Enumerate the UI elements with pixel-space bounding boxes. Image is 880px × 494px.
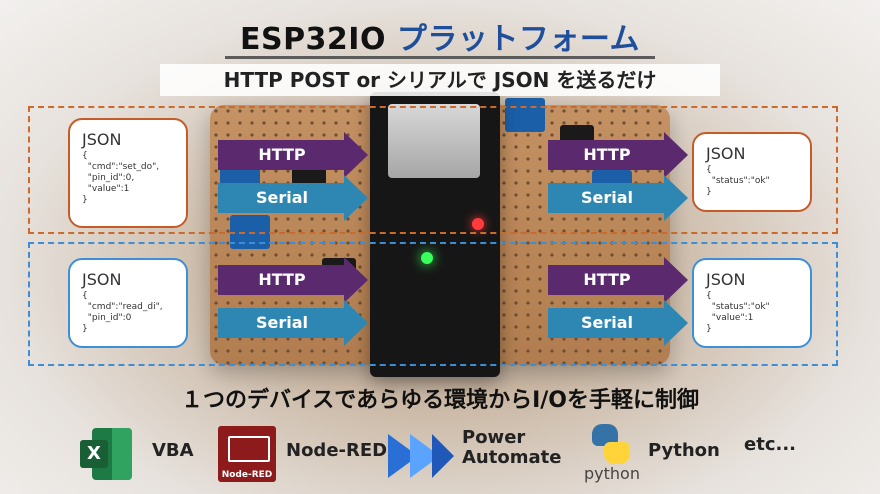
flow-group-top [28, 106, 838, 234]
arrow-head [664, 132, 688, 178]
red-led-icon [472, 218, 484, 230]
json-line: { [82, 151, 88, 161]
green-led-icon [421, 252, 433, 264]
python-icon: python [584, 424, 640, 483]
json-line: "status":"ok" [706, 302, 770, 312]
json-line: "status":"ok" [706, 176, 770, 186]
json-line: "pin_id":0, [82, 173, 135, 183]
json-line: } [706, 324, 712, 334]
arrow-shaft [548, 183, 666, 213]
arrow-head [664, 175, 688, 221]
esp32-module [388, 104, 480, 178]
excel-icon: X [80, 428, 132, 480]
json-card-heading: JSON [82, 270, 122, 289]
json-card-heading: JSON [82, 130, 122, 149]
title-underline [225, 56, 655, 59]
serial-arrow-bottom-right: Serial [548, 300, 688, 346]
python-logo-text: python [584, 464, 640, 483]
platform-name-power: Power [462, 427, 526, 448]
excel-badge: X [80, 440, 108, 468]
json-card-response-top: JSON { "status":"ok" } [692, 132, 812, 212]
arrow-head [344, 300, 368, 346]
serial-arrow-top-right: Serial [548, 175, 688, 221]
json-line: "value":1 [82, 184, 130, 194]
platform-power-automate: Power Automate [462, 428, 561, 468]
arrow-shaft [548, 308, 666, 338]
serial-arrow-top-left: Serial [218, 175, 368, 221]
platform-python: Python [638, 440, 720, 461]
serial-label: Serial [580, 188, 634, 207]
arrow-shaft [218, 140, 346, 170]
json-line: "cmd":"read_di", [82, 302, 163, 312]
json-card-request-bottom: JSON { "cmd":"read_di", "pin_id":0 } [68, 258, 188, 348]
json-card-heading: JSON [706, 270, 746, 289]
tagline: １つのデバイスであらゆる環境からI/Oを手軽に制御 [180, 388, 700, 413]
json-line: } [706, 187, 712, 197]
excel-sheet [92, 428, 132, 480]
json-line: "cmd":"set_do", [82, 162, 160, 172]
arrow-shaft [548, 140, 666, 170]
terminal-block-icon [505, 98, 545, 132]
json-line: "value":1 [706, 313, 754, 323]
title-prefix: ESP32IO [239, 22, 386, 57]
http-label: HTTP [258, 270, 306, 289]
arrow-head [664, 300, 688, 346]
http-label: HTTP [258, 145, 306, 164]
json-line: "pin_id":0 [82, 313, 132, 323]
serial-label: Serial [580, 313, 634, 332]
http-arrow-bottom-right: HTTP [548, 257, 688, 303]
json-line: { [706, 291, 712, 301]
serial-arrow-bottom-left: Serial [218, 300, 368, 346]
json-card-response-bottom: JSON { "status":"ok" "value":1 } [692, 258, 812, 348]
http-arrow-top-left: HTTP [218, 132, 368, 178]
page-title: ESP32IO プラットフォーム [225, 14, 655, 58]
platform-name-nodered: Node-RED [286, 440, 388, 461]
json-line: } [82, 195, 88, 205]
platform-name-python: Python [648, 440, 720, 461]
arrow-shaft [218, 308, 346, 338]
arrow-head [344, 175, 368, 221]
arrow-head [664, 257, 688, 303]
platform-logos: X VBA Node-RED Node-RED Power Automate p… [0, 422, 880, 488]
serial-label: Serial [255, 188, 309, 207]
power-automate-icon [388, 428, 454, 482]
serial-label: Serial [255, 313, 309, 332]
json-card-heading: JSON [706, 144, 746, 163]
platform-nodered: Node-RED [276, 440, 387, 461]
flow-group-bottom [28, 242, 838, 366]
python-blue [592, 424, 618, 446]
http-label: HTTP [583, 270, 631, 289]
platform-name-vba: VBA [152, 440, 194, 461]
json-line: { [706, 165, 712, 175]
json-line: { [82, 291, 88, 301]
python-yellow [604, 442, 630, 464]
node-red-logo-text: Node-RED [221, 470, 273, 480]
platform-etc: etc... [744, 434, 796, 455]
platform-name-automate: Automate [462, 447, 562, 468]
arrow-head [344, 132, 368, 178]
arrow-shaft [548, 265, 666, 295]
pa-chevron-3 [432, 434, 454, 478]
node-red-icon: Node-RED [218, 426, 276, 482]
http-arrow-top-right: HTTP [548, 132, 688, 178]
title-suffix: プラットフォーム [396, 22, 641, 57]
arrow-head [344, 257, 368, 303]
json-card-request-top: JSON { "cmd":"set_do", "pin_id":0, "valu… [68, 118, 188, 228]
node-red-net [228, 436, 270, 462]
arrow-shaft [218, 265, 346, 295]
http-arrow-bottom-left: HTTP [218, 257, 368, 303]
subtitle: HTTP POST or シリアルで JSON を送るだけ [160, 64, 720, 96]
http-label: HTTP [583, 145, 631, 164]
platform-vba: VBA [142, 440, 194, 461]
json-line: } [82, 324, 88, 334]
arrow-shaft [218, 183, 346, 213]
